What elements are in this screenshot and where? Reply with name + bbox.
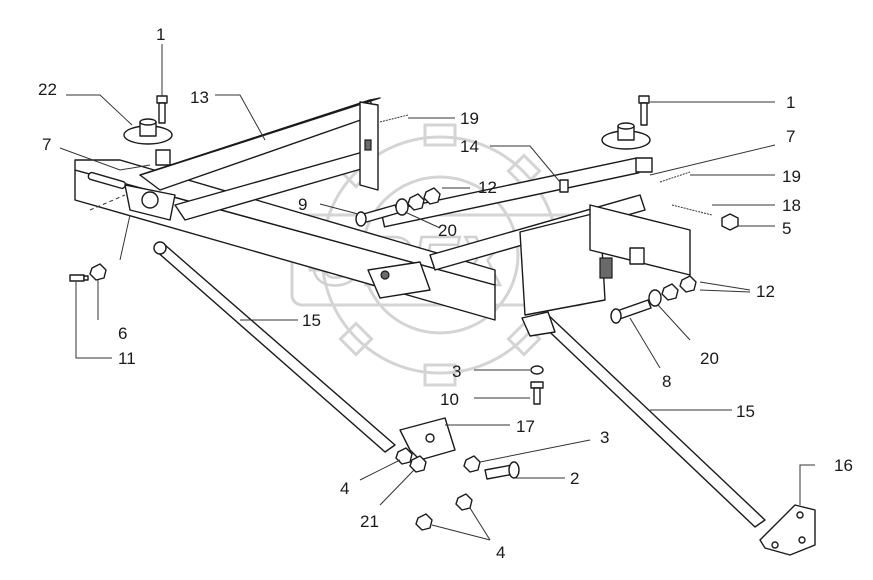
callout-2: 2 <box>570 469 579 488</box>
tie-rod-right <box>521 311 766 528</box>
callout-4-bottom: 4 <box>496 543 505 562</box>
clip-14 <box>559 179 569 193</box>
bolt-9 <box>355 204 399 227</box>
callout-6: 6 <box>118 324 127 343</box>
callout-19-right: 19 <box>782 167 801 186</box>
washer-20-left <box>395 198 409 216</box>
bolt-8 <box>610 299 652 324</box>
nut-5 <box>721 213 739 231</box>
callout-8: 8 <box>662 372 671 391</box>
stud-19-left <box>379 114 409 123</box>
leader-lines <box>59 44 815 541</box>
nut-3-bottom <box>463 455 481 473</box>
callout-1-left: 1 <box>156 25 165 44</box>
bolt-11 <box>69 274 89 282</box>
nut-12-right-a <box>661 283 679 301</box>
washer-6 <box>89 263 107 281</box>
callout-17: 17 <box>516 417 535 436</box>
callout-15-left: 15 <box>302 311 321 330</box>
bolt-2 <box>484 461 520 480</box>
callout-13: 13 <box>190 88 209 107</box>
stud-19-right <box>659 171 691 183</box>
callout-11: 11 <box>118 349 136 368</box>
callout-7-left: 7 <box>42 135 51 154</box>
bolt-10 <box>530 381 544 405</box>
bolt-1-left <box>156 95 168 124</box>
nut-4-c <box>415 513 433 531</box>
callout-5: 5 <box>782 219 791 238</box>
washer-20-right <box>648 289 662 307</box>
callout-3-bottom: 3 <box>600 428 609 447</box>
callout-10: 10 <box>440 390 459 409</box>
callout-14: 14 <box>460 137 479 156</box>
callout-9: 9 <box>298 195 307 214</box>
callout-12-right: 12 <box>756 282 775 301</box>
tie-rod-left <box>153 241 396 453</box>
callout-20-right: 20 <box>700 349 719 368</box>
callout-15-right: 15 <box>736 402 755 421</box>
nut-4-b <box>455 493 473 511</box>
stud-18 <box>671 204 713 216</box>
callout-3-center: 3 <box>452 362 461 381</box>
callout-7-right: 7 <box>786 127 795 146</box>
mount-right <box>601 122 653 173</box>
callout-16: 16 <box>834 456 853 475</box>
nut-12-left-a <box>407 193 425 211</box>
callout-12-left: 12 <box>478 178 497 197</box>
callout-18: 18 <box>782 196 801 215</box>
callout-4-left: 4 <box>340 479 349 498</box>
mount-left <box>123 118 173 166</box>
callout-22: 22 <box>38 80 57 99</box>
washer-3-center <box>530 365 544 375</box>
callout-20-left: 20 <box>438 221 457 240</box>
callout-labels: 1 22 13 7 19 14 12 9 20 1 7 19 18 5 12 2… <box>38 25 853 562</box>
nut-21 <box>409 455 427 473</box>
callout-19-left: 19 <box>460 109 479 128</box>
bracket-16 <box>759 504 816 556</box>
bolt-1-right <box>638 95 650 126</box>
callout-21: 21 <box>360 512 379 531</box>
callout-1-right: 1 <box>786 93 795 112</box>
nut-12-right-b <box>679 275 697 293</box>
nut-12-left-b <box>423 187 441 205</box>
frame <box>74 97 691 321</box>
